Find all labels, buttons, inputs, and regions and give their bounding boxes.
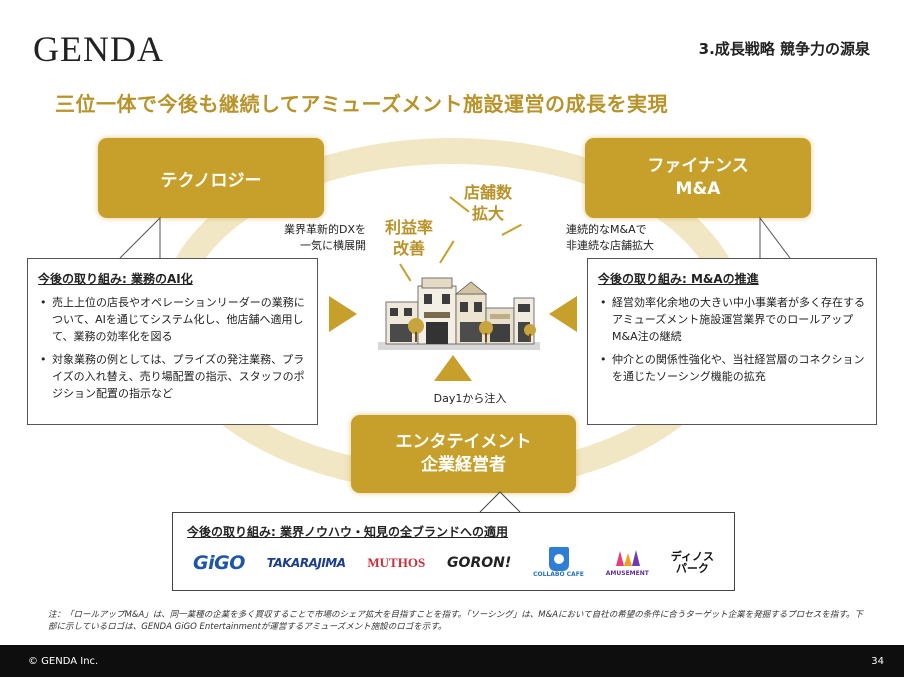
footnote: 注：「ロールアップM&A」は、同一業種の企業を多く買収することで市場のシェア拡大… — [48, 610, 863, 633]
left-annotation-line2: 一気に横展開 — [300, 238, 366, 252]
gigo-logo: GiGO — [193, 551, 245, 574]
right-callout-list: 経営効率化余地の大きい中小事業者が多く存在するアミューズメント施設運営業界でのロ… — [598, 294, 866, 385]
jam-text: AMUSEMENT — [605, 570, 649, 577]
arrow-left-icon — [549, 296, 577, 332]
left-callout-list: 売上上位の店長やオペレーションリーダーの業務について、AIを通じてシステム化し、… — [38, 294, 307, 402]
store-line1: 店舗数 — [463, 183, 512, 202]
bottom-callout: 今後の取り組み: 業界ノウハウ・知見の全ブランドへの適用 GiGO TAKARA… — [172, 512, 735, 591]
dinos-line1: ディノス — [670, 549, 714, 563]
list-item: 経営効率化余地の大きい中小事業者が多く存在するアミューズメント施設運営業界でのロ… — [598, 294, 866, 345]
finance-title-line1: ファイナンス — [647, 156, 749, 177]
dinos-park-logo: ディノス パーク — [671, 551, 714, 574]
muthos-logo: MUTHOS — [367, 554, 426, 570]
collabo-cafe-text: COLLABO CAFE — [533, 571, 584, 578]
list-item: 対象業務の例としては、プライズの発注業務、プライズの入れ替え、売り場配置の指示、… — [38, 351, 307, 402]
brand-logos: GiGO TAKARAJIMA MUTHOS GORON! COLLABO CA… — [187, 547, 720, 578]
right-annotation: 連続的なM&Aで 非連続な店舗拡大 — [566, 222, 726, 254]
amusement-town-illustration — [378, 277, 540, 350]
page-headline: 三位一体で今後も継続してアミューズメント施設運営の成長を実現 — [55, 92, 668, 116]
left-callout: 今後の取り組み: 業務のAI化 売上上位の店長やオペレーションリーダーの業務につ… — [27, 258, 318, 425]
right-callout: 今後の取り組み: M&Aの推進 経営効率化余地の大きい中小事業者が多く存在するア… — [587, 258, 877, 425]
section-title: 3.成長戦略 競争力の源泉 — [698, 40, 870, 58]
finance-pillar: ファイナンス M&A — [585, 138, 811, 218]
profit-improvement-label: 利益率 改善 — [383, 218, 435, 260]
technology-title: テクノロジー — [160, 170, 262, 191]
genda-logo: GENDA — [33, 29, 164, 69]
takarajima-logo: TAKARAJIMA — [266, 555, 346, 570]
cup-icon — [548, 547, 569, 571]
store-line2: 拡大 — [471, 203, 504, 223]
bottom-annotation: Day1から注入 — [433, 392, 507, 405]
left-annotation-line1: 業界革新的DXを — [283, 223, 366, 236]
left-callout-heading: 今後の取り組み: 業務のAI化 — [38, 272, 193, 286]
footer-bar: © GENDA Inc. 34 — [0, 645, 904, 677]
right-annotation-line2: 非連続な店舗拡大 — [566, 238, 654, 252]
entertainment-pillar: エンタテイメント 企業経営者 — [351, 415, 576, 493]
finance-title-line2: M&A — [675, 179, 721, 199]
entertainment-title-line2: 企業経営者 — [421, 455, 506, 475]
profit-line2: 改善 — [392, 238, 425, 258]
copyright: © GENDA Inc. — [28, 655, 99, 667]
profit-line1: 利益率 — [384, 218, 433, 237]
jam-mark-icon — [616, 550, 641, 566]
list-item: 仲介との関係性強化や、当社経営層のコネクションを通じたソーシング機能の拡充 — [598, 351, 866, 385]
technology-pillar: テクノロジー — [98, 138, 324, 218]
jam-logo: AMUSEMENT — [606, 548, 649, 577]
left-annotation: 業界革新的DXを 一気に横展開 — [226, 222, 366, 254]
right-annotation-line1: 連続的なM&Aで — [566, 223, 647, 236]
bottom-callout-heading: 今後の取り組み: 業界ノウハウ・知見の全ブランドへの適用 — [187, 525, 508, 539]
dinos-line2: パーク — [675, 561, 709, 575]
entertainment-title-line1: エンタテイメント — [395, 432, 532, 453]
goron-logo: GORON! — [447, 554, 512, 571]
right-callout-heading: 今後の取り組み: M&Aの推進 — [598, 272, 759, 286]
list-item: 売上上位の店長やオペレーションリーダーの業務について、AIを通じてシステム化し、… — [38, 294, 307, 345]
page-number: 34 — [871, 655, 884, 667]
arrow-right-icon — [329, 296, 357, 332]
store-expansion-label: 店舗数 拡大 — [462, 183, 514, 225]
collabo-cafe-logo: COLLABO CAFE — [533, 547, 584, 578]
arrow-up-icon — [434, 355, 472, 381]
